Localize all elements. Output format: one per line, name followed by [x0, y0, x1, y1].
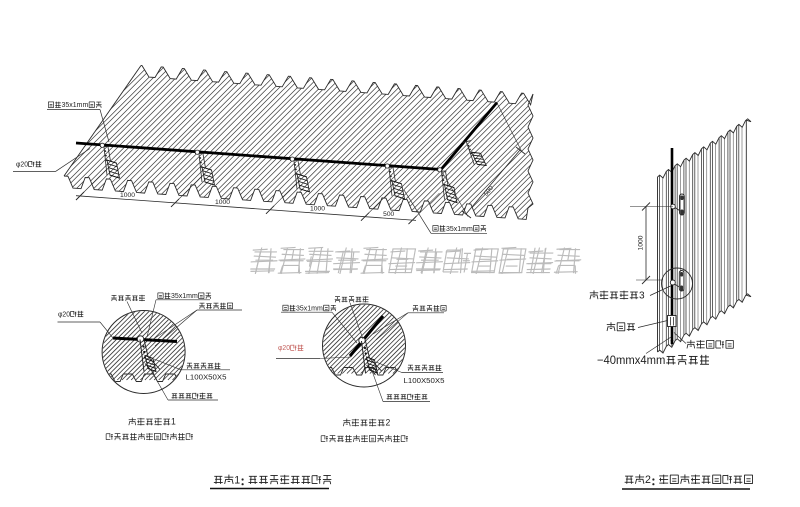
- svg-text:500: 500: [383, 212, 395, 218]
- svg-text:1000: 1000: [310, 207, 326, 213]
- svg-text:35x1mm: 35x1mm: [446, 224, 473, 233]
- svg-text:1: 1: [171, 417, 176, 427]
- svg-text:2: 2: [386, 418, 391, 428]
- svg-text:L100X50X5: L100X50X5: [404, 376, 445, 385]
- svg-text:1000: 1000: [120, 193, 136, 199]
- svg-text:1: 1: [234, 474, 240, 486]
- svg-text:35x1mm: 35x1mm: [62, 100, 89, 109]
- svg-text:φ20: φ20: [278, 343, 290, 352]
- svg-text:2: 2: [645, 474, 651, 486]
- svg-text:φ20: φ20: [58, 309, 70, 318]
- svg-text:3: 3: [639, 290, 645, 302]
- svg-text:35x1mm: 35x1mm: [296, 304, 323, 313]
- svg-text:1000: 1000: [639, 235, 645, 251]
- svg-text:1000: 1000: [215, 200, 231, 206]
- svg-text:35x1mm: 35x1mm: [171, 291, 198, 300]
- svg-text:−40mmx4mm: −40mmx4mm: [597, 354, 665, 367]
- svg-text:φ20: φ20: [16, 160, 28, 169]
- svg-text:L100X50X5: L100X50X5: [186, 373, 227, 382]
